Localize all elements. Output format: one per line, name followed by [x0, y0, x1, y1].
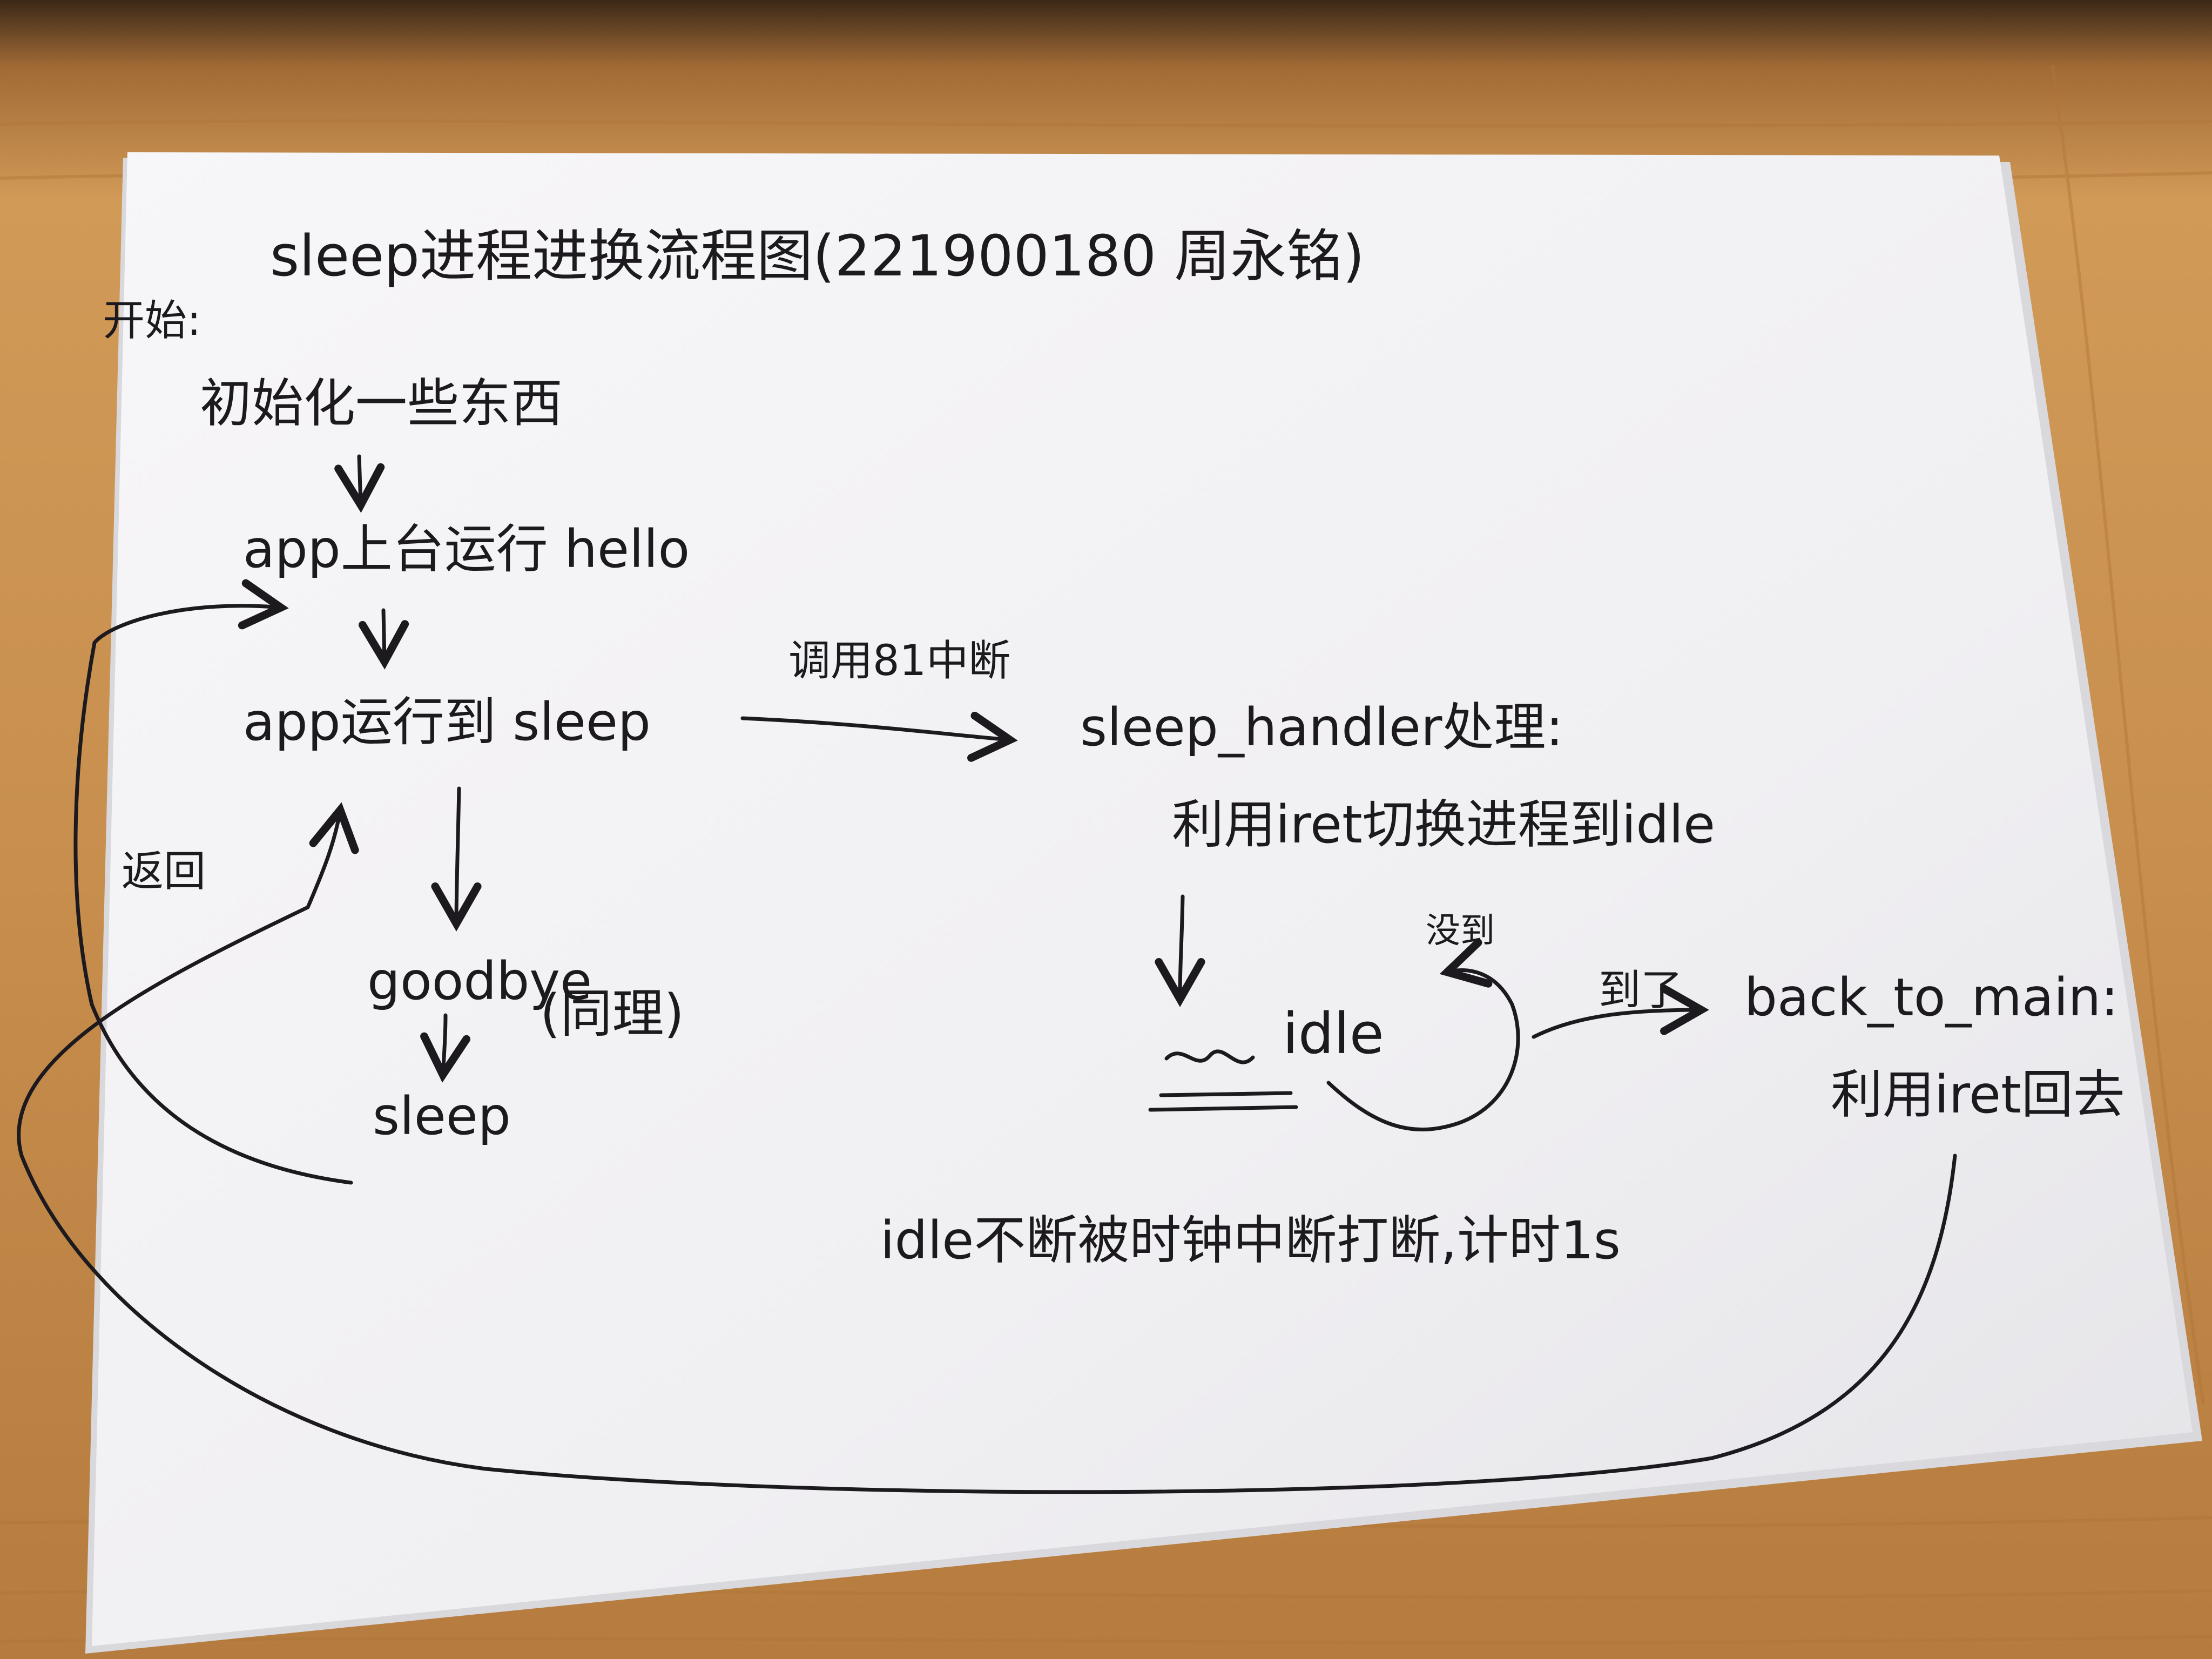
edge-label-not-yet: 没到 [1426, 911, 1495, 951]
edge-label-return: 返回 [122, 847, 206, 896]
step-goodbye: goodbye [367, 951, 592, 1011]
node-idle: idle [1283, 1001, 1384, 1067]
crossed-out-word [1148, 1049, 1298, 1112]
arrow-goodbye-to-sleep [420, 1013, 471, 1083]
arrow-idle-self-loop [1326, 939, 1520, 1131]
arrow-iret-to-idle [1155, 894, 1205, 1007]
step-iret-return: 利用iret回去 [1831, 1064, 2125, 1125]
arrow-idle-to-back-to-main [1532, 984, 1709, 1039]
paper-sheet [92, 152, 2193, 1646]
edge-label-arrived: 到了 [1599, 966, 1683, 1015]
diagram-title: sleep进程进换流程图(221900180 周永铭) [270, 223, 1365, 289]
arrow-sleep-to-handler [740, 711, 1018, 762]
step-init: 初始化一些东西 [200, 373, 563, 434]
step-sleep-handler: sleep_handler处理: [1080, 697, 1563, 758]
step-iret-switch: 利用iret切换进程到idle [1172, 794, 1715, 855]
step-back-to-main: back_to_main: [1744, 967, 2119, 1028]
arrow-init-to-hello [334, 454, 385, 513]
edge-label-call-interrupt: 调用81中断 [788, 637, 1010, 685]
idle-timer-note: idle不断被时钟中断打断,计时1s [880, 1210, 1621, 1271]
step-goodbye-sleep: sleep [373, 1086, 511, 1147]
start-label: 开始: [103, 296, 201, 345]
step-goodbye-note: (同理) [540, 983, 684, 1044]
arrow-sleep-to-goodbye [431, 786, 482, 932]
step-app-hello: app上台运行 hello [243, 519, 690, 579]
arrow-back-to-app [17, 802, 1957, 1494]
step-app-reach-sleep: app运行到 sleep [243, 692, 651, 752]
arrow-hello-to-sleep [359, 608, 409, 670]
arrow-return-to-hello [73, 579, 353, 1185]
